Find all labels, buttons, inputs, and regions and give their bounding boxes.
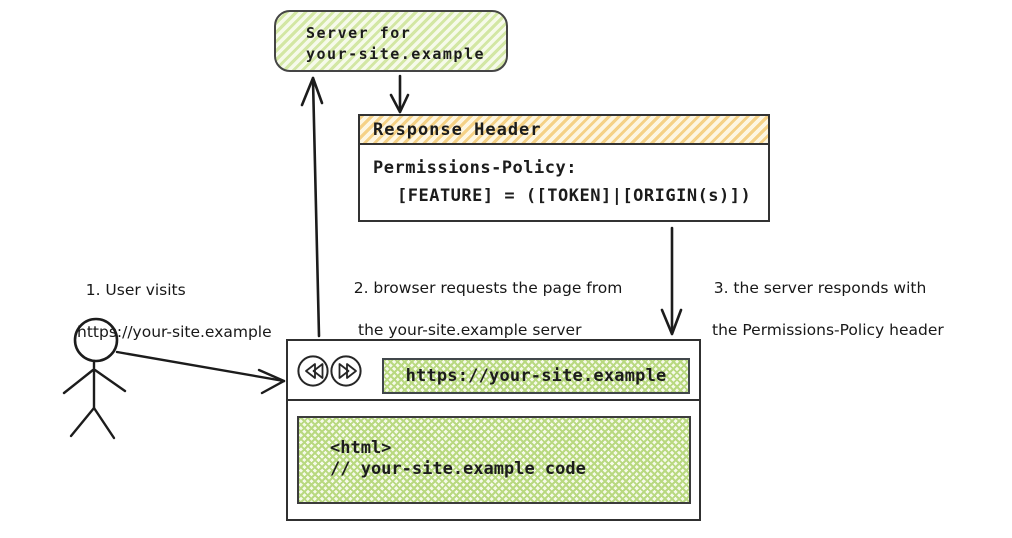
back-button[interactable] [297, 355, 329, 387]
server-label-line2: your-site.example [306, 45, 486, 63]
page-content-area: <html> // your-site.example code [297, 416, 691, 504]
response-header-titlebar: Response Header [360, 116, 768, 145]
address-bar[interactable]: https://your-site.example [382, 358, 690, 394]
back-icon [312, 363, 324, 379]
step-3-line2: the Permissions-Policy header [712, 321, 944, 339]
arrow-server-to-response-header [389, 74, 410, 114]
step-1-note: 1. User visits https://your-site.example [66, 259, 272, 385]
forward-button[interactable] [330, 355, 362, 387]
server-label-line1: Server for [306, 24, 412, 42]
stick-figure-head [73, 317, 119, 363]
forward-icon [338, 363, 350, 379]
response-header-title: Response Header [373, 119, 542, 140]
server-box: Server for your-site.example [274, 10, 508, 72]
user-stick-figure [62, 317, 127, 440]
step-3-line1: 3. the server responds with [713, 279, 927, 297]
arrow-browser-to-server [300, 76, 324, 338]
forward-icon-2 [346, 363, 357, 379]
step-2-line2: the your-site.example server [358, 321, 582, 339]
step-1-line2: https://your-site.example [77, 323, 272, 341]
policy-syntax: [FEATURE] = ([TOKEN]|[ORIGIN(s)]) [397, 186, 752, 206]
step-2-note: 2. browser requests the page from the yo… [334, 257, 623, 383]
address-bar-url: https://your-site.example [405, 366, 667, 386]
back-icon-2 [305, 363, 316, 379]
response-header-body: Permissions-Policy: [FEATURE] = ([TOKEN]… [360, 145, 768, 210]
browser-toolbar: https://your-site.example [288, 341, 699, 401]
step-1-line1: 1. User visits [85, 281, 186, 299]
arrow-response-header-to-browser [660, 226, 683, 336]
step-2-line1: 2. browser requests the page from [353, 279, 623, 297]
page-code-line1: <html> [330, 438, 392, 458]
policy-name: Permissions-Policy: [373, 158, 577, 178]
response-header-box: Response Header Permissions-Policy: [FEA… [358, 114, 770, 222]
page-code-line2: // your-site.example code [330, 459, 586, 479]
step-3-note: 3. the server responds with the Permissi… [694, 257, 944, 383]
arrow-user-to-browser [115, 350, 286, 395]
browser-window: https://your-site.example <html> // your… [286, 339, 701, 521]
browser-nav-buttons[interactable] [297, 354, 365, 388]
stick-figure-legs [69, 406, 116, 440]
stick-figure-arms [62, 368, 127, 395]
